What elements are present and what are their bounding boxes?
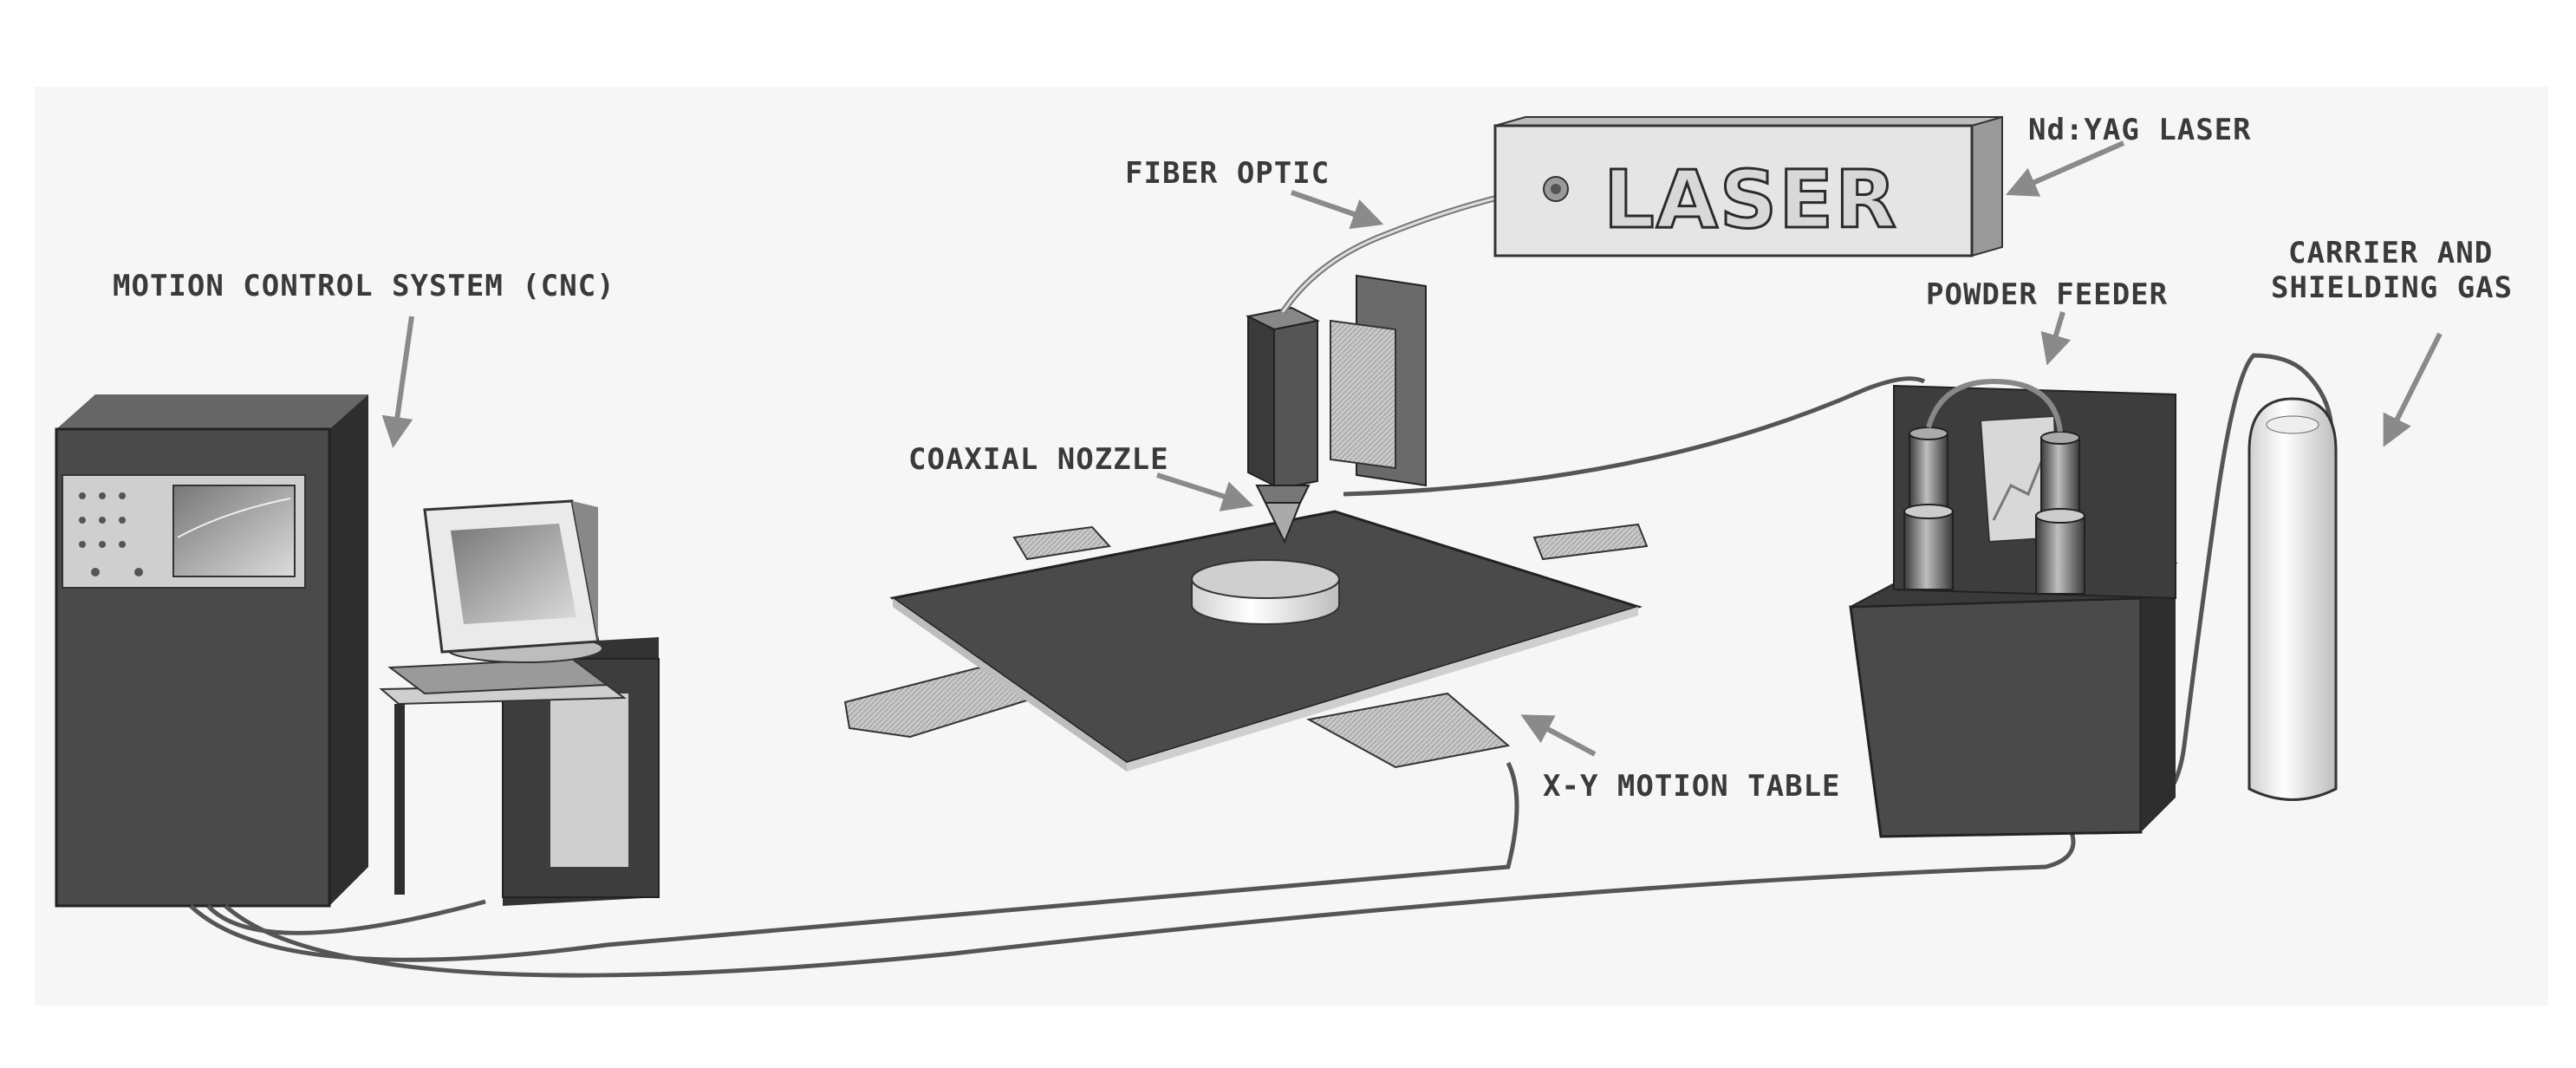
powder-feeder	[1849, 378, 2178, 838]
arrow-xy-table	[1520, 714, 1597, 757]
monitor-screen	[451, 524, 576, 624]
arrow-gas	[2383, 332, 2443, 447]
gas-hose	[2123, 353, 2334, 817]
substrate-disk	[1191, 559, 1340, 625]
label-motion-control: MOTION CONTROL SYSTEM (CNC)	[113, 269, 615, 303]
computer-desk	[379, 637, 660, 906]
computer-monitor	[423, 499, 603, 663]
label-laser-type: Nd:YAG LASER	[2028, 113, 2252, 147]
gas-cylinder	[2247, 397, 2338, 801]
label-fiber-optic: FIBER OPTIC	[1125, 156, 1330, 191]
label-carrier-gas-line2: SHIELDING GAS	[2271, 270, 2514, 305]
coaxial-nozzle-assembly	[1245, 274, 1427, 544]
label-coaxial-nozzle: COAXIAL NOZZLE	[908, 442, 1169, 477]
xy-motion-table	[843, 510, 1649, 772]
arrow-coaxial-nozzle	[1156, 472, 1254, 511]
rail-front-right	[1306, 692, 1511, 769]
pointer-arrows	[381, 140, 2443, 757]
arrow-motion-control	[381, 316, 414, 448]
arrow-laser	[2006, 140, 2125, 197]
rail-front-left	[843, 666, 1052, 739]
rail-back-right	[1532, 523, 1649, 561]
laser-box	[1493, 115, 2003, 257]
cnc-display-screen	[172, 485, 296, 577]
cnc-panel-buttons	[79, 492, 143, 576]
label-powder-feeder: POWDER FEEDER	[1926, 277, 2169, 312]
cnc-cabinet	[55, 394, 368, 908]
rail-back-left	[1012, 525, 1111, 561]
label-xy-table: X-Y MOTION TABLE	[1543, 769, 1841, 804]
arrow-powder-feeder	[2040, 311, 2072, 366]
powder-hopper-right	[2035, 431, 2085, 595]
laser-box-text: LASER	[1603, 153, 1898, 246]
nozzle-tip	[1264, 502, 1302, 544]
connection-cables	[189, 353, 2334, 978]
arrow-fiber-optic	[1291, 190, 1384, 230]
powder-hopper-left	[1903, 427, 1954, 590]
label-carrier-gas-line1: CARRIER AND	[2288, 236, 2494, 270]
